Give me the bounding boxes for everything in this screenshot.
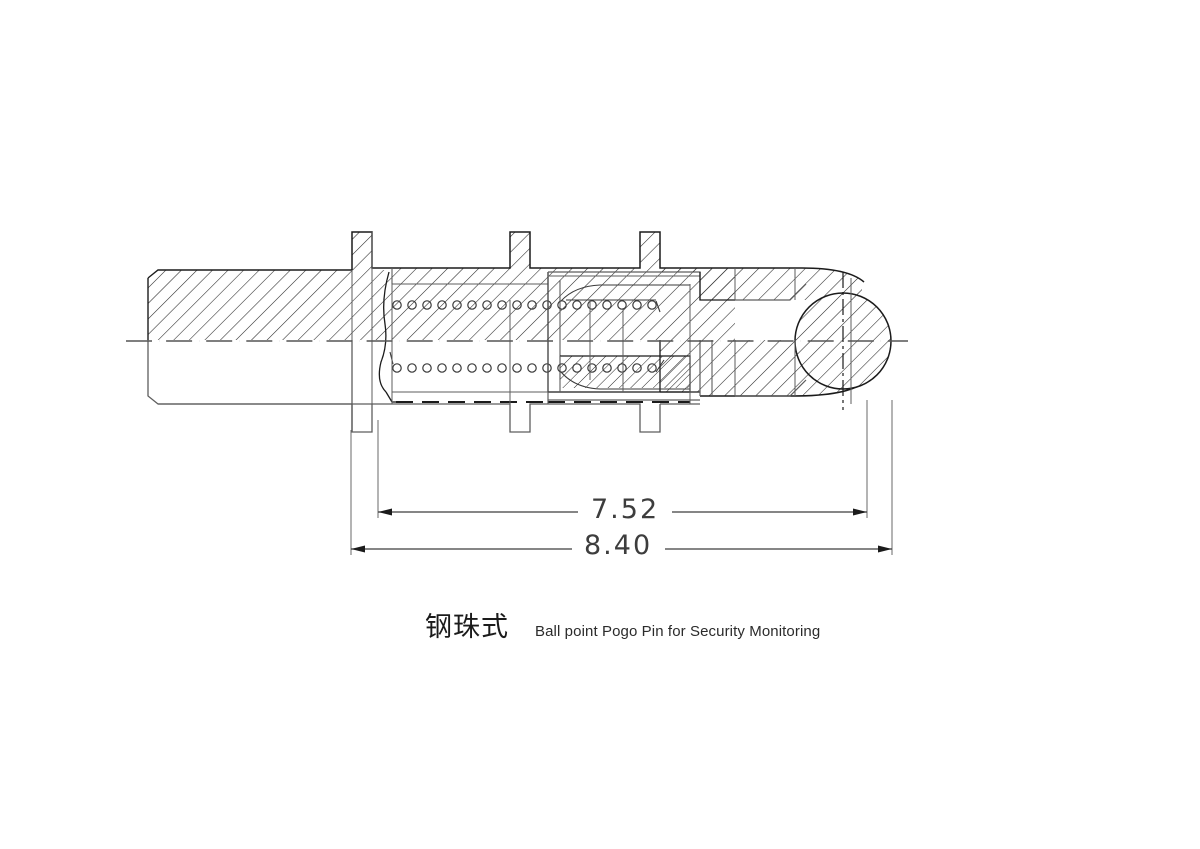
caption-english: Ball point Pogo Pin for Security Monitor…: [535, 623, 821, 640]
dimension-8-40: [350, 400, 893, 555]
solder-tail-outline: [147, 340, 352, 405]
spring-coils-lower: [392, 363, 657, 373]
spring-link-upper: [560, 284, 690, 313]
spring-coils-upper: [392, 300, 657, 310]
tail-junction-lines: [351, 232, 373, 432]
solder-tail-section: [147, 269, 352, 340]
barrel-body-section: [352, 232, 735, 340]
barrel-upper-profile: [351, 231, 735, 270]
caption-chinese: 钢珠式: [425, 612, 509, 643]
dimension-7-52: [377, 400, 868, 518]
dimension-label-8-40: 8.40: [578, 530, 659, 561]
spring-guide-lines: [378, 271, 396, 403]
construction-lines: [391, 268, 796, 404]
ball-housing-upper: [735, 267, 865, 301]
plunger-section-upper: [660, 268, 735, 301]
drawing-caption: 钢珠式 Ball point Pogo Pin for Security Mon…: [425, 605, 820, 644]
dimension-label-7-52: 7.52: [585, 494, 666, 525]
